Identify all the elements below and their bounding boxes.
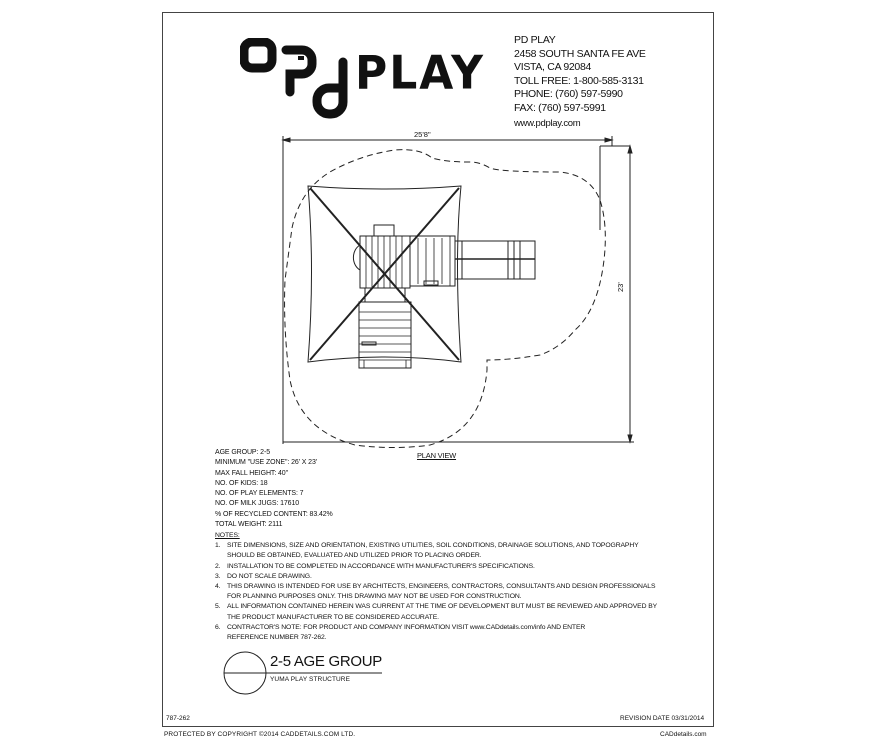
spec-recycled-content: % OF RECYCLED CONTENT: 83.42% xyxy=(215,510,333,518)
plan-view-label: PLAN VIEW xyxy=(417,451,457,460)
notes-header: NOTES: xyxy=(215,532,240,539)
note-number: 3. xyxy=(215,572,221,580)
company-address-line1: 2458 SOUTH SANTA FE AVE xyxy=(514,47,646,60)
note-text: CONTRACTOR'S NOTE: FOR PRODUCT AND COMPA… xyxy=(227,623,586,642)
spec-max-fall-height: MAX FALL HEIGHT: 40" xyxy=(215,469,288,477)
note-number: 1. xyxy=(215,542,221,550)
note-text: SITE DIMENSIONS, SIZE AND ORIENTATION, E… xyxy=(227,542,639,560)
note-number: 4. xyxy=(215,583,221,591)
notes-section: NOTES: 1. SITE DIMENSIONS, SIZE AND ORIEN… xyxy=(215,531,657,643)
company-address-line2: VISTA, CA 92084 xyxy=(514,61,592,74)
note-item: 4. THIS DRAWING IS INTENDED FOR USE BY AR… xyxy=(215,582,657,602)
note-text: DO NOT SCALE DRAWING. xyxy=(227,572,312,580)
company-fax: FAX: (760) 597-5991 xyxy=(514,101,606,114)
note-text: THIS DRAWING IS INTENDED FOR USE BY ARCH… xyxy=(227,583,656,601)
company-toll-free: TOLL FREE: 1-800-585-3131 xyxy=(514,74,644,87)
revision-date: REVISION DATE 03/31/2014 xyxy=(620,715,705,722)
spec-play-elements: NO. OF PLAY ELEMENTS: 7 xyxy=(215,490,304,498)
note-number: 6. xyxy=(215,623,221,631)
drawing-sheet-border xyxy=(162,12,714,727)
drawing-subtitle: YUMA PLAY STRUCTURE xyxy=(270,676,351,683)
reference-number: 787-262 xyxy=(166,715,190,722)
copyright-notice: PROTECTED BY COPYRIGHT ©2014 CADDETAILS.… xyxy=(164,731,356,738)
spec-age-group: AGE GROUP: 2-5 xyxy=(215,449,271,456)
note-item: 1. SITE DIMENSIONS, SIZE AND ORIENTATION,… xyxy=(215,541,657,561)
note-text: ALL INFORMATION CONTAINED HEREIN WAS CUR… xyxy=(227,603,658,621)
drawing-title: 2-5 AGE GROUP xyxy=(270,653,382,670)
note-number: 2. xyxy=(215,562,221,570)
note-text: INSTALLATION TO BE COMPLETED IN ACCORDAN… xyxy=(227,562,535,570)
spec-use-zone: MINIMUM "USE ZONE": 26' X 23' xyxy=(215,459,317,467)
spec-total-weight: TOTAL WEIGHT: 2111 xyxy=(215,521,283,529)
company-name: PD PLAY xyxy=(514,34,556,46)
note-item: 3. DO NOT SCALE DRAWING. xyxy=(215,572,657,582)
logo-wordmark: PLAY xyxy=(355,46,485,101)
company-contact-block: PD PLAY 2458 SOUTH SANTA FE AVE VISTA, C… xyxy=(514,34,646,130)
note-number: 5. xyxy=(215,603,221,611)
note-item: 6. CONTRACTOR'S NOTE: FOR PRODUCT AND COM… xyxy=(215,623,657,643)
spec-milk-jugs: NO. OF MILK JUGS: 17610 xyxy=(215,500,300,508)
spec-kids: NO. OF KIDS: 18 xyxy=(215,479,268,487)
company-phone: PHONE: (760) 597-5990 xyxy=(514,88,623,101)
title-symbol-icon xyxy=(223,651,382,695)
note-item: 2. INSTALLATION TO BE COMPLETED IN ACCORD… xyxy=(215,562,657,572)
company-website-link[interactable]: www.pdplay.com xyxy=(514,117,581,129)
dimension-height-label: 23' xyxy=(616,282,625,292)
dimension-width-label: 25'8" xyxy=(414,130,431,139)
note-item: 5. ALL INFORMATION CONTAINED HEREIN WAS C… xyxy=(215,602,657,622)
specifications-list: AGE GROUP: 2-5 MINIMUM "USE ZONE": 26' X… xyxy=(215,448,333,530)
pd-logo-icon xyxy=(240,38,348,119)
caddetails-link[interactable]: CADdetails.com xyxy=(660,731,707,738)
